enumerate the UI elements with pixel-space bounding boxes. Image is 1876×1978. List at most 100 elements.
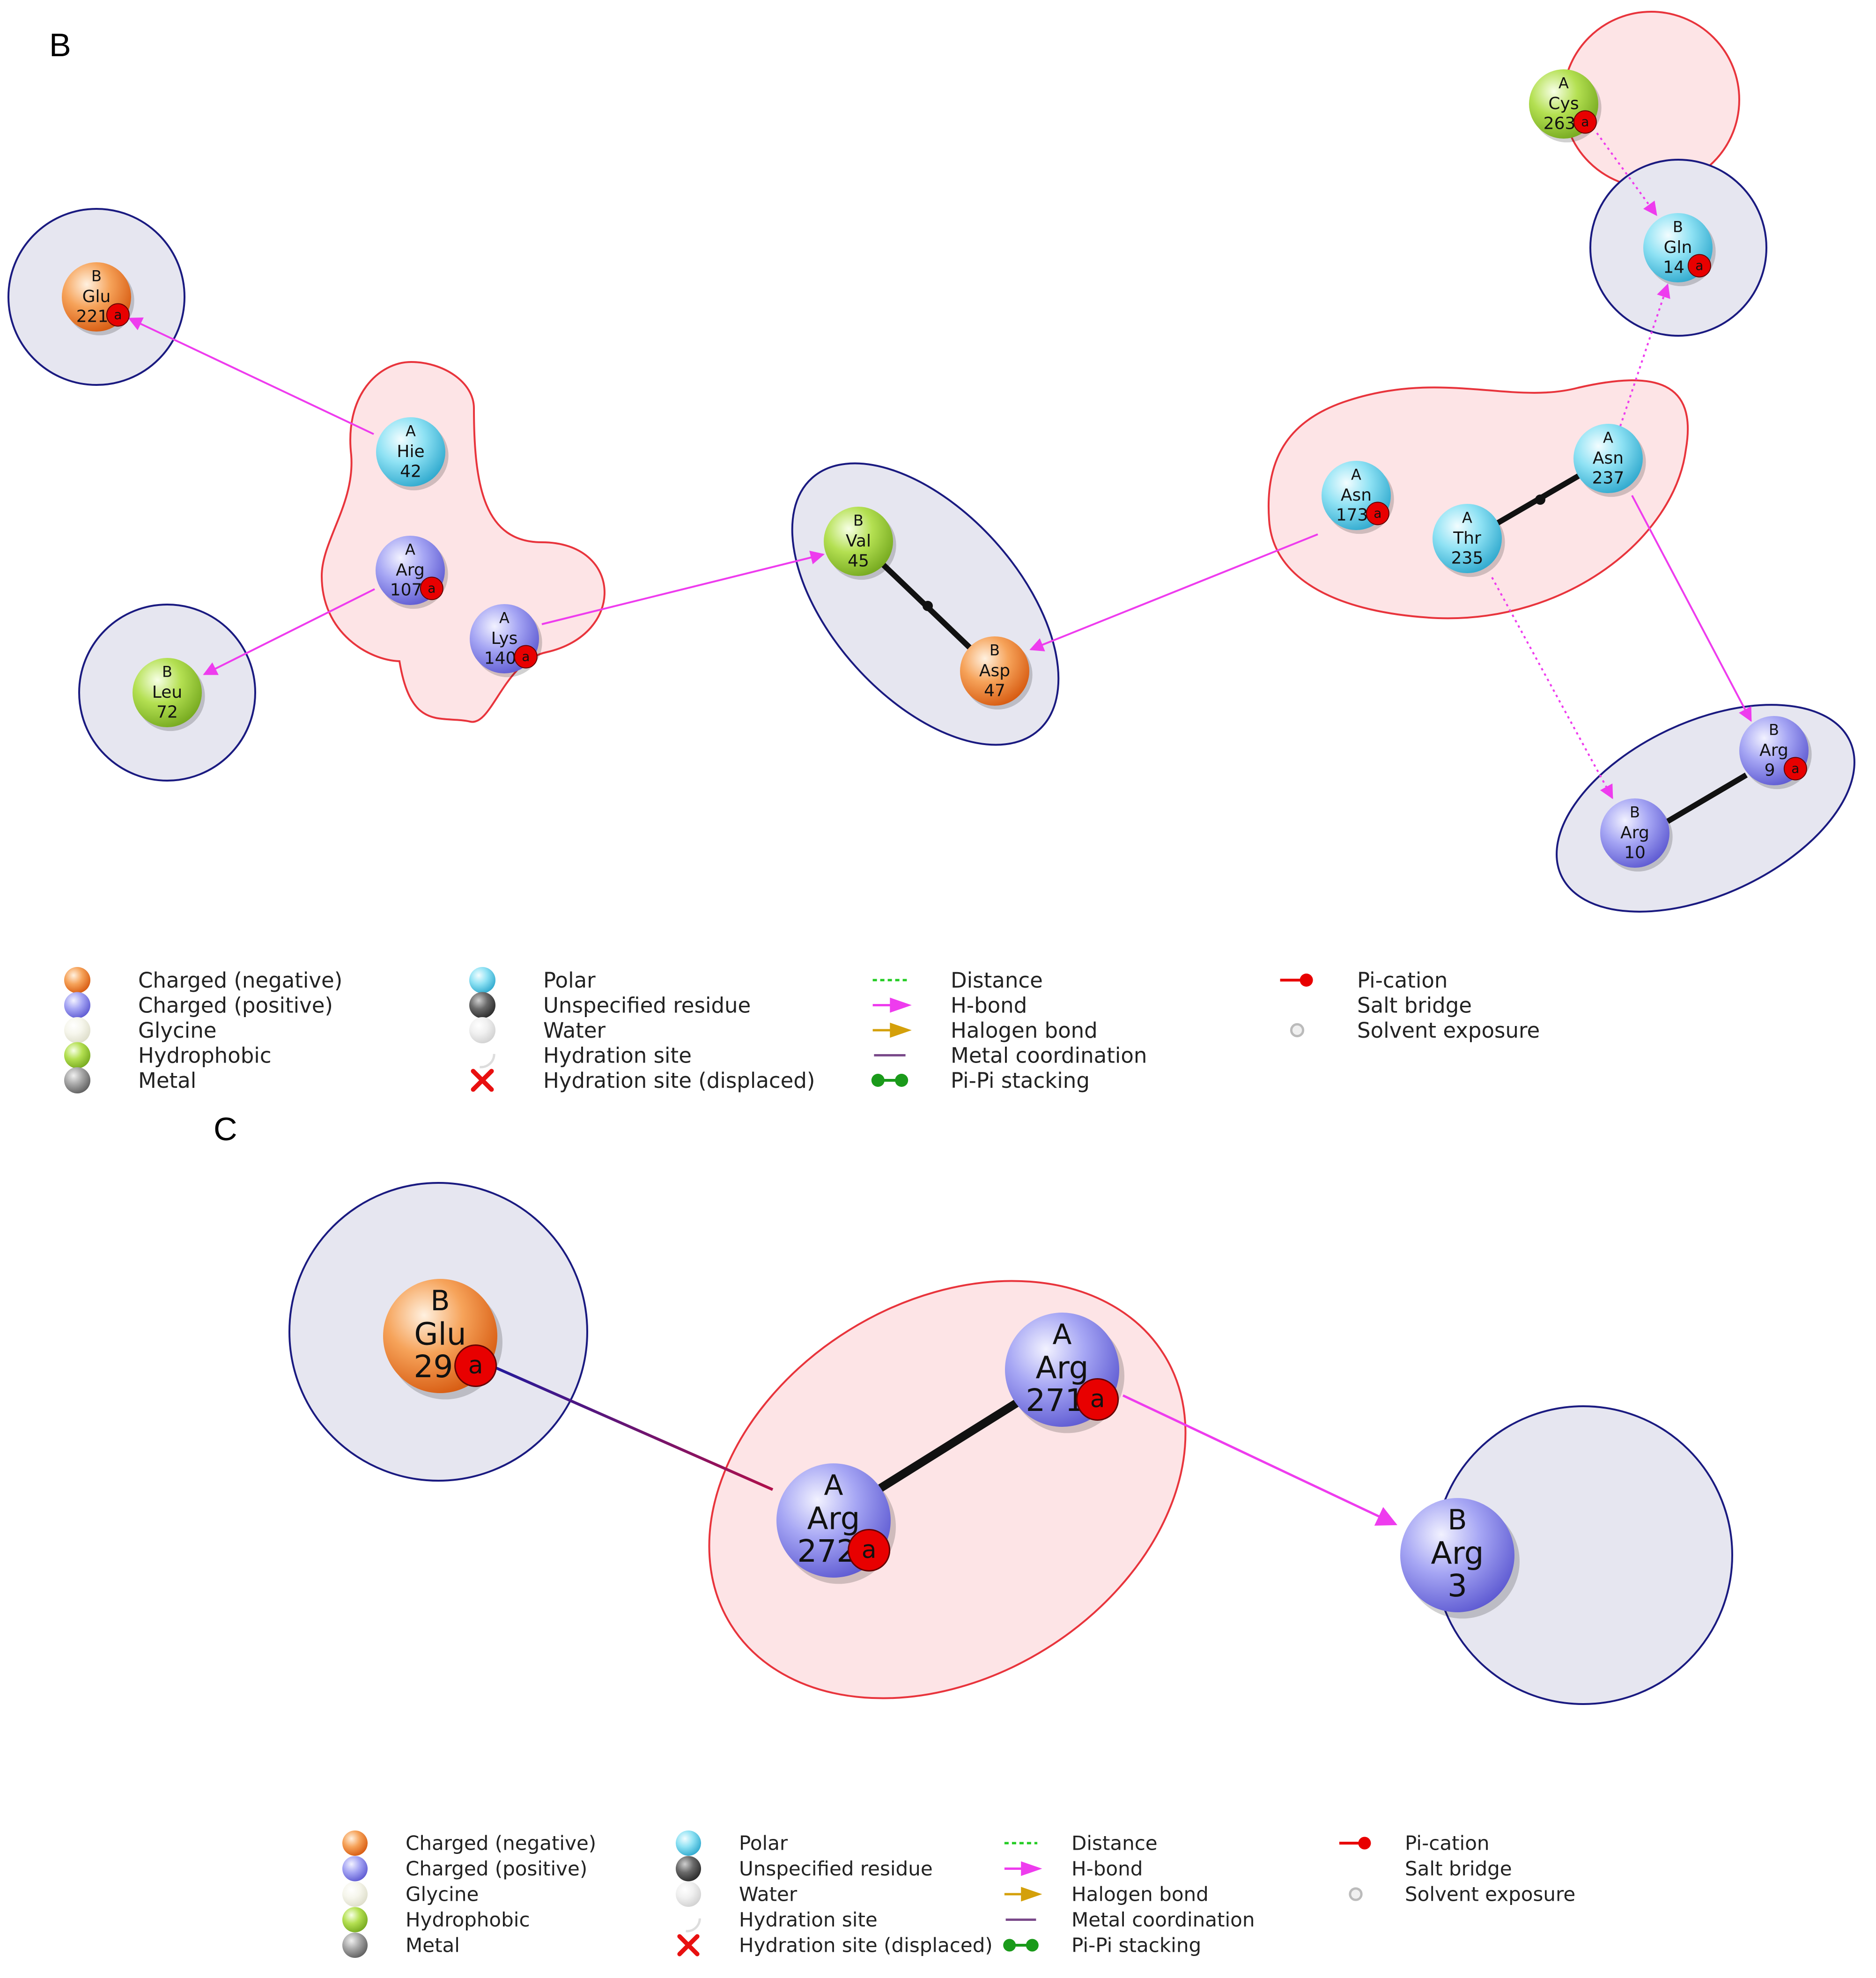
legend-symbol	[1290, 1023, 1305, 1038]
hbond-side-cys263-gln14	[1596, 132, 1657, 216]
residue-name: Gln	[1664, 238, 1692, 257]
legend-item: Unspecified residue	[676, 1856, 933, 1882]
residue-chain: B	[1630, 804, 1640, 821]
backbone-joint	[923, 601, 933, 611]
legend-symbol	[471, 1069, 494, 1092]
legend-item: Hydration site (displaced)	[677, 1934, 993, 1957]
residue-name: Lys	[491, 629, 518, 648]
interactions-panel-c	[476, 1358, 1397, 1526]
solvent-exposure-badge	[1573, 110, 1597, 134]
legend-item: Glycine	[342, 1882, 479, 1907]
residue-number: 9	[1765, 760, 1775, 780]
residue-sphere	[133, 658, 202, 727]
solvent-exposure-mark: a	[1374, 506, 1381, 521]
legend-pipi-dot	[871, 1074, 885, 1087]
legend-label: Pi-Pi stacking	[951, 1068, 1090, 1093]
backbone-arg272-arg271	[878, 1395, 1027, 1492]
residue-name: Val	[846, 531, 871, 551]
legend-item: Pi-Pi stacking	[1003, 1934, 1201, 1957]
residue-chain: B	[853, 512, 864, 530]
legend-label: Charged (negative)	[406, 1832, 596, 1855]
zone-b-arg9-arg10	[1556, 704, 1855, 913]
residue-chain: A	[824, 1469, 843, 1502]
legend-item: Polar	[676, 1830, 788, 1856]
legend-label: Charged (positive)	[138, 993, 333, 1018]
solvent-exposure-badge	[106, 303, 130, 327]
backbone-joint	[1535, 494, 1545, 505]
solvent-exposure-mark: a	[468, 1351, 483, 1380]
solvent-exposure-mark: a	[522, 649, 530, 664]
legend-symbol	[469, 1017, 495, 1043]
legend-symbol	[64, 1042, 90, 1069]
zones-panel-c	[288, 1182, 1733, 1705]
legend-symbol	[64, 992, 90, 1019]
residue-sphere	[824, 507, 893, 576]
legend-label: Water	[739, 1883, 798, 1906]
legend-symbol	[676, 1856, 701, 1882]
residue-chain: B	[990, 642, 1000, 659]
residue-number: 173	[1336, 505, 1368, 524]
residue-name: Hie	[397, 442, 424, 461]
legend-item: Charged (positive)	[342, 1856, 587, 1882]
legend-symbol	[872, 1022, 912, 1038]
legend-label: Salt bridge	[1405, 1857, 1512, 1880]
legend-label: Metal	[406, 1934, 460, 1957]
legend-label: Halogen bond	[1071, 1883, 1209, 1906]
residue-sphere	[1400, 1498, 1514, 1612]
hbond-lys140-val45	[541, 550, 825, 625]
residue-name: Arg	[1035, 1350, 1088, 1386]
residue-chain: A	[405, 541, 415, 559]
zone-a-hie42-arg107-lys140	[320, 361, 606, 723]
solvent-exposure-badge	[454, 1344, 497, 1387]
legend-symbol	[342, 1830, 368, 1856]
hbond-asn173-asp47	[1029, 533, 1318, 651]
backbone-arg10-arg9	[1666, 772, 1748, 824]
legend-label: Charged (negative)	[138, 968, 342, 993]
residue-chain: A	[406, 422, 416, 440]
residue-number: 29	[414, 1349, 453, 1385]
legend-symbol	[64, 1067, 90, 1093]
legend-label: Glycine	[406, 1883, 479, 1906]
legend-label: Unspecified residue	[739, 1857, 933, 1880]
residue-name: Cys	[1548, 94, 1579, 113]
hbond-arg107-leu72	[203, 588, 375, 675]
residue-name: Asp	[979, 661, 1010, 680]
legend-label: Hydrophobic	[406, 1908, 530, 1931]
residue-number: 221	[76, 307, 109, 326]
legend-label: Pi-cation	[1357, 968, 1448, 993]
solvent-exposure-mark: a	[1791, 761, 1799, 776]
legend-item: Distance	[872, 968, 1043, 993]
residue-sphere	[1600, 798, 1669, 868]
panel-b: B BG	[7, 11, 1855, 913]
legend-label: Metal coordination	[951, 1043, 1147, 1068]
legend-panel-c: Charged (negative)Charged (positive)Glyc…	[342, 1830, 1575, 1958]
residue-number: 42	[400, 462, 421, 481]
residue-number: 47	[984, 681, 1005, 700]
solvent-exposure-badge	[1687, 254, 1711, 278]
residue-number: 140	[484, 649, 517, 668]
legend-label: Hydration site (displaced)	[543, 1068, 815, 1093]
legend-item: H-bond	[872, 993, 1027, 1018]
residue-number: 263	[1544, 114, 1576, 133]
legend-item: Metal coordination	[1005, 1908, 1255, 1931]
solvent-exposure-badge	[1366, 502, 1389, 525]
residue-sphere	[1433, 504, 1502, 573]
legend-symbol	[676, 1830, 701, 1856]
hbond-side-asn237-gln14	[1619, 283, 1670, 427]
legend-label: Water	[543, 1018, 606, 1043]
legend-pipi-dot	[1026, 1939, 1039, 1952]
legend-label: H-bond	[951, 993, 1027, 1018]
legend-symbol	[480, 1054, 495, 1069]
